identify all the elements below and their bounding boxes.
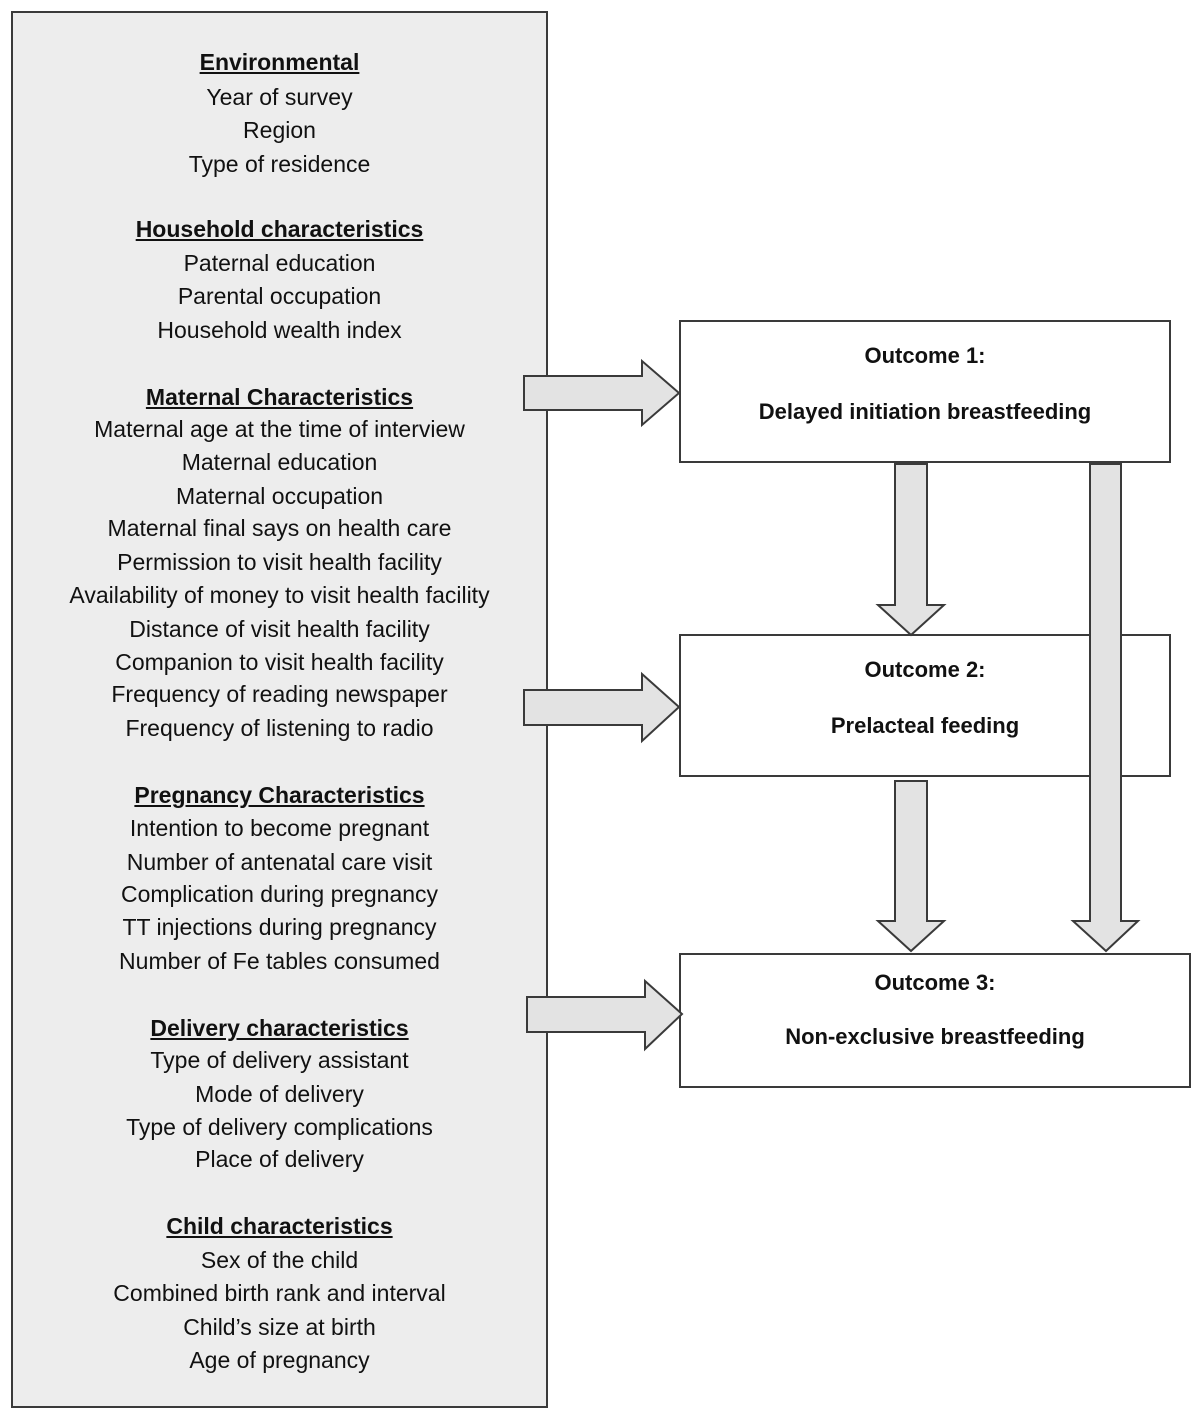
factor-item: Number of antenatal care visit: [126, 849, 433, 875]
factor-item: Mode of delivery: [195, 1081, 364, 1107]
arrow-right-to-outcome-2: [523, 671, 681, 744]
factor-item: Permission to visit health facility: [117, 549, 442, 575]
factor-item: Place of delivery: [195, 1146, 364, 1172]
factor-item: Parental occupation: [177, 283, 382, 309]
arrow-right-to-outcome-1: [523, 358, 681, 428]
factor-item: Complication during pregnancy: [120, 881, 439, 907]
outcome-1-box: Outcome 1: Delayed initiation breastfeed…: [679, 320, 1171, 463]
factor-item: Maternal education: [181, 449, 378, 475]
outcome-3-name: Non-exclusive breastfeeding: [785, 1024, 1085, 1049]
factor-item: Distance of visit health facility: [129, 616, 430, 642]
factor-item: Availability of money to visit health fa…: [69, 582, 490, 608]
factor-item: Intention to become pregnant: [129, 815, 430, 841]
outcome-3-box: Outcome 3: Non-exclusive breastfeeding: [679, 953, 1191, 1088]
factor-item: Year of survey: [206, 84, 353, 110]
group-heading-household: Household characteristics: [135, 216, 424, 242]
factor-item: Number of Fe tables consumed: [119, 948, 440, 974]
factor-item: Sex of the child: [200, 1247, 359, 1273]
factor-item: Maternal age at the time of interview: [94, 416, 465, 442]
arrow-down-outcome-1-to-2: [875, 463, 947, 637]
group-heading-pregnancy: Pregnancy Characteristics: [134, 782, 425, 808]
outcome-2-label: Outcome 2:: [864, 657, 986, 682]
arrow-down-outcome-1-to-3: [1070, 463, 1141, 953]
outcome-2-name: Prelacteal feeding: [830, 713, 1020, 738]
factor-item: Type of residence: [188, 151, 371, 177]
factor-item: Type of delivery complications: [126, 1114, 433, 1140]
factor-item: Paternal education: [183, 250, 376, 276]
factor-item: Companion to visit health facility: [115, 649, 444, 675]
factor-item: Maternal occupation: [175, 483, 384, 509]
outcome-1-label: Outcome 1:: [864, 343, 986, 368]
group-heading-environmental: Environmental: [199, 49, 360, 75]
arrow-right-to-outcome-3: [526, 978, 684, 1052]
factor-item: Household wealth index: [157, 317, 402, 343]
factor-item: Maternal final says on health care: [107, 515, 452, 541]
group-heading-delivery: Delivery characteristics: [150, 1015, 409, 1041]
group-heading-child: Child characteristics: [166, 1213, 393, 1239]
factor-item: Combined birth rank and interval: [113, 1280, 446, 1306]
factor-item: Frequency of listening to radio: [125, 715, 434, 741]
factor-item: Type of delivery assistant: [150, 1047, 409, 1073]
factor-item: Region: [243, 117, 316, 143]
arrow-down-outcome-2-to-3: [875, 780, 947, 953]
factors-panel: Environmental Year of survey Region Type…: [11, 11, 548, 1408]
factor-item: Frequency of reading newspaper: [111, 681, 448, 707]
factor-item: Age of pregnancy: [189, 1347, 370, 1373]
factor-item: Child’s size at birth: [183, 1314, 376, 1340]
factor-item: TT injections during pregnancy: [122, 914, 437, 940]
outcome-1-name: Delayed initiation breastfeeding: [758, 399, 1092, 424]
outcome-3-label: Outcome 3:: [874, 970, 996, 995]
group-heading-maternal: Maternal Characteristics: [145, 384, 414, 410]
